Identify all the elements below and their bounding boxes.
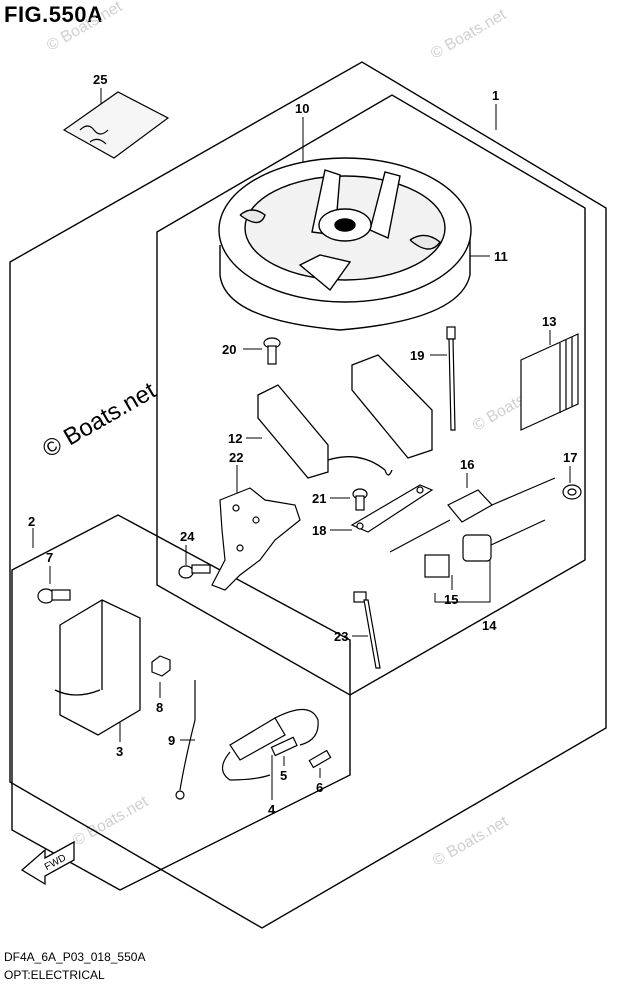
part-17-grommet bbox=[562, 484, 582, 500]
part-number-13: 13 bbox=[542, 314, 556, 329]
part-21-bolt bbox=[352, 488, 368, 511]
part-number-8: 8 bbox=[156, 700, 163, 715]
part-number-25: 25 bbox=[93, 72, 107, 87]
part-number-17: 17 bbox=[563, 450, 577, 465]
part-number-7: 7 bbox=[46, 550, 53, 565]
figure-code: DF4A_6A_P03_018_550A bbox=[4, 950, 146, 964]
part-20-bolt bbox=[263, 337, 281, 365]
part-number-10: 10 bbox=[295, 101, 309, 116]
part-number-4: 4 bbox=[268, 802, 276, 817]
part-number-5: 5 bbox=[280, 768, 287, 783]
part-25-bag bbox=[62, 91, 170, 159]
figure-name: OPT:ELECTRICAL bbox=[4, 968, 105, 982]
figure-title: FIG.550A bbox=[4, 2, 104, 27]
part-number-14: 14 bbox=[482, 618, 497, 633]
part-number-20: 20 bbox=[222, 342, 236, 357]
part-23-tie bbox=[353, 591, 381, 669]
kit-outline bbox=[9, 61, 607, 929]
part-number-16: 16 bbox=[460, 457, 474, 472]
part-4-fuse-harness bbox=[221, 708, 319, 781]
inner-box bbox=[156, 94, 586, 696]
part-number-12: 12 bbox=[228, 431, 242, 446]
part-14-15-connectors bbox=[424, 519, 546, 578]
part-11-flywheel bbox=[218, 157, 472, 331]
part-number-21: 21 bbox=[312, 491, 326, 506]
part-number-15: 15 bbox=[444, 592, 458, 607]
part-number-2: 2 bbox=[28, 514, 35, 529]
part-7-bolt bbox=[37, 588, 71, 604]
part-number-18: 18 bbox=[312, 523, 326, 538]
part-24-bolt bbox=[178, 564, 211, 579]
part-18-clamp bbox=[350, 484, 434, 533]
part-12-coils bbox=[257, 354, 433, 479]
part-9-wire bbox=[175, 680, 196, 800]
fwd-arrow: FWD bbox=[20, 840, 75, 886]
part-8-nut bbox=[151, 655, 171, 677]
part-5-fuse bbox=[270, 736, 298, 757]
part-3-box bbox=[54, 599, 141, 736]
part-number-23: 23 bbox=[334, 629, 348, 644]
part-22-bracket bbox=[211, 487, 301, 591]
part-6-fuse bbox=[308, 749, 332, 769]
lower-box bbox=[11, 514, 351, 891]
part-number-6: 6 bbox=[316, 780, 323, 795]
part-number-3: 3 bbox=[116, 744, 123, 759]
part-number-9: 9 bbox=[168, 733, 175, 748]
part-number-1: 1 bbox=[492, 88, 499, 103]
part-number-22: 22 bbox=[229, 450, 243, 465]
part-13-label bbox=[520, 333, 579, 431]
part-number-24: 24 bbox=[180, 529, 195, 544]
part-number-11: 11 bbox=[494, 249, 508, 264]
part-number-19: 19 bbox=[410, 348, 424, 363]
part-19-cable-tie bbox=[446, 326, 456, 431]
part-16-connector bbox=[389, 477, 556, 553]
